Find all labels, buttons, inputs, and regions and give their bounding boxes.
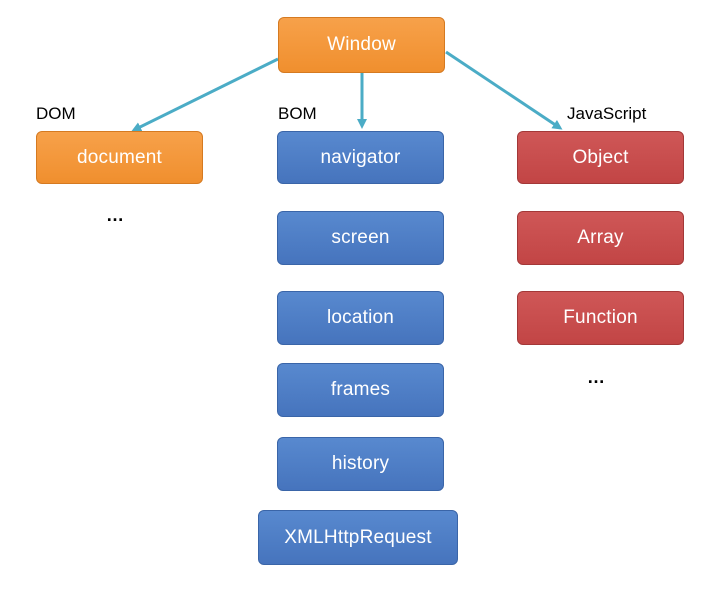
array-node-label: Array <box>577 227 624 248</box>
arrow-window-to-object <box>445 50 563 130</box>
frames-node: frames <box>277 363 444 417</box>
document-node: document <box>36 131 203 184</box>
location-node-label: location <box>326 307 395 328</box>
javascript-more-ellipsis: … <box>587 367 606 387</box>
screen-node-label: screen <box>331 227 390 248</box>
object-node: Object <box>517 131 684 184</box>
location-node: location <box>277 291 444 345</box>
history-node: history <box>277 437 444 491</box>
xmlhttprequest-node: XMLHttpRequest <box>258 510 458 565</box>
screen-node: screen <box>277 211 444 265</box>
object-node-label: Object <box>572 146 629 168</box>
history-node-label: history <box>331 453 390 474</box>
document-node-label: document <box>76 146 163 168</box>
dom-more-ellipsis: … <box>106 205 125 225</box>
navigator-node: navigator <box>277 131 444 184</box>
frames-node-label: frames <box>330 379 391 400</box>
array-node: Array <box>517 211 684 265</box>
dom-heading: DOM <box>36 104 76 123</box>
window-node-label: Window <box>327 34 396 55</box>
window-node: Window <box>278 17 445 73</box>
javascript-heading: JavaScript <box>567 104 647 123</box>
function-node-label: Function <box>563 307 638 328</box>
xmlhttprequest-node-label: XMLHttpRequest <box>284 526 432 548</box>
bom-heading: BOM <box>278 104 317 123</box>
navigator-node-label: navigator <box>320 146 401 168</box>
arrow-window-to-document <box>131 57 279 132</box>
function-node: Function <box>517 291 684 345</box>
